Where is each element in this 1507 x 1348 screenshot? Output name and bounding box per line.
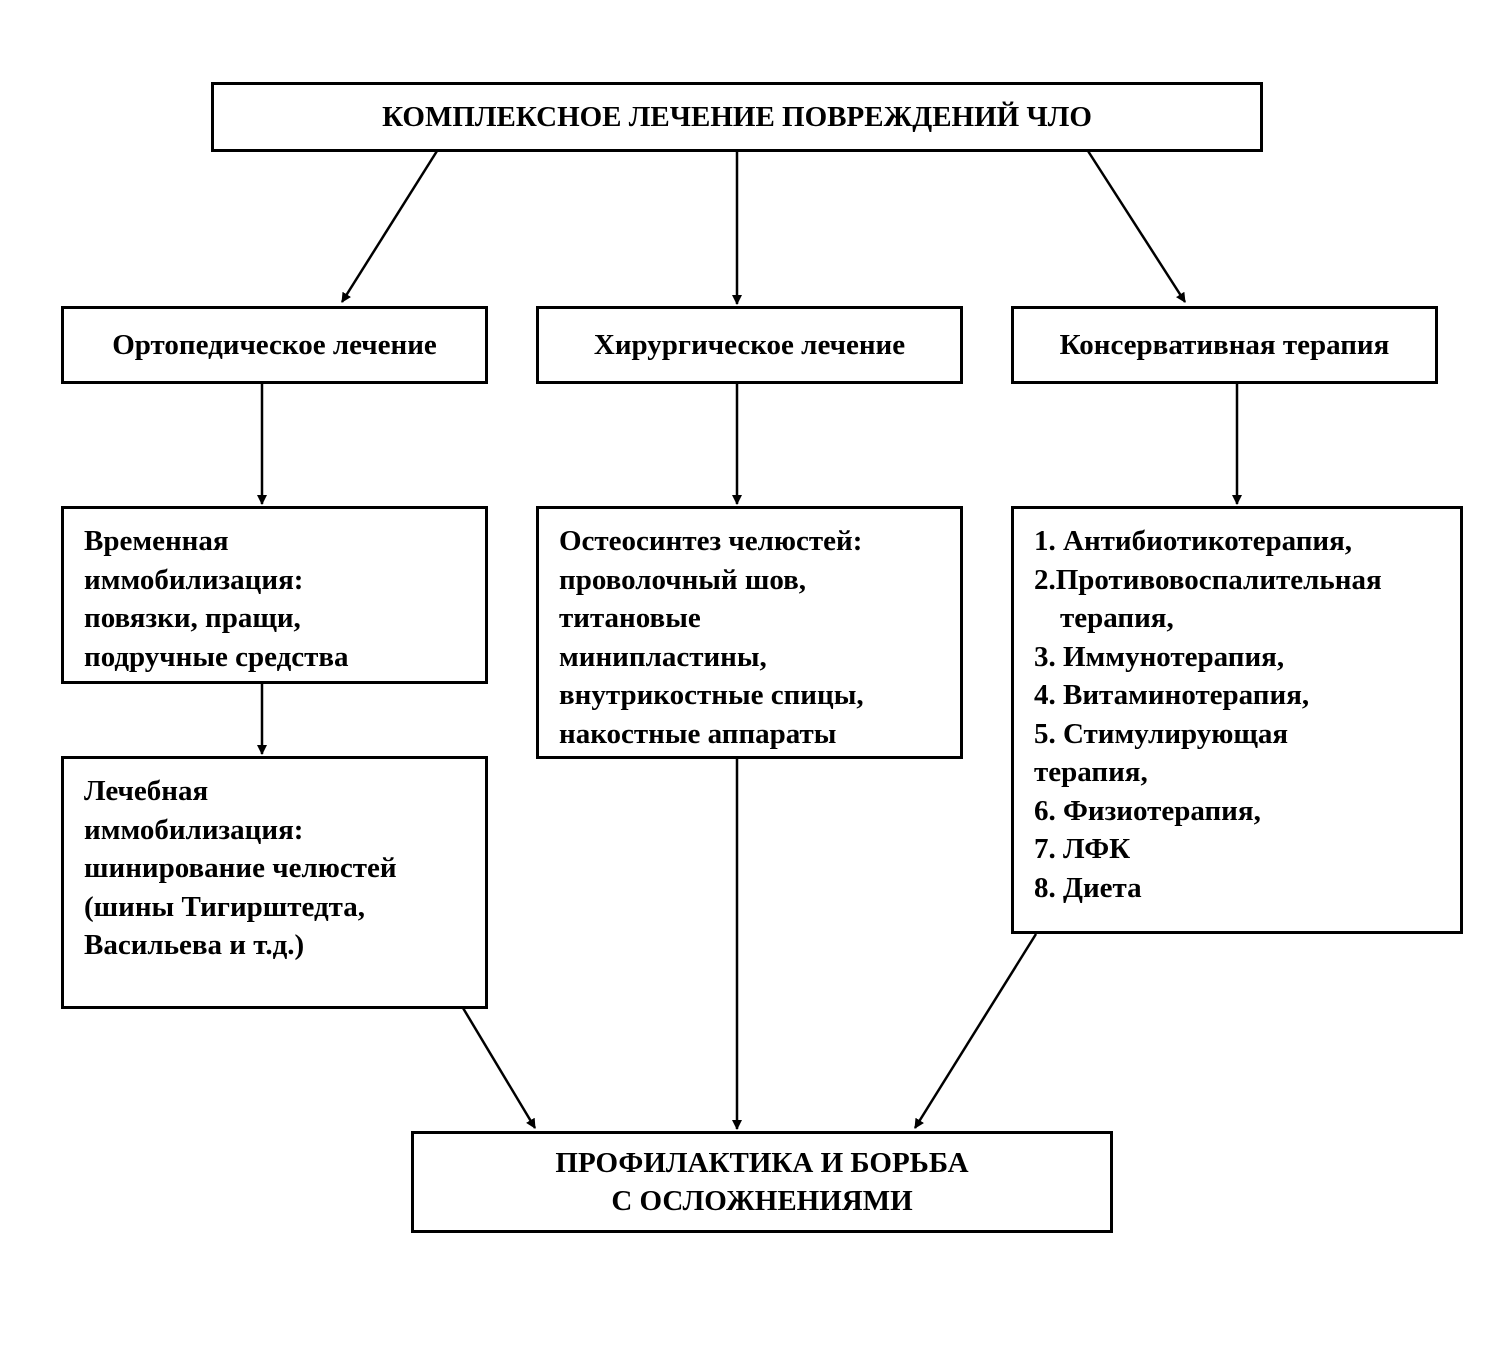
outcome-line: С ОСЛОЖНЕНИЯМИ <box>611 1185 913 1217</box>
orthopedic-heading-box: Ортопедическое лечение <box>61 306 488 384</box>
therapeutic-line: Лечебная <box>84 775 209 807</box>
therapeutic-line: иммобилизация: <box>84 813 304 846</box>
outcome-line: ПРОФИЛАКТИКА И БОРЬБА <box>555 1146 969 1179</box>
temporary-line: повязки, пращи, <box>84 602 301 634</box>
osteosynthesis-line: титановые <box>559 602 701 634</box>
temporary-immobilization-box: Временная иммобилизация: повязки, пращи,… <box>61 506 488 684</box>
osteosynthesis-line: проволочный шов, <box>559 563 807 596</box>
conservative-item: 2.Противовоспалительная <box>1034 563 1382 596</box>
title-text: КОМПЛЕКСНОЕ ЛЕЧЕНИЕ ПОВРЕЖДЕНИЙ ЧЛО <box>382 100 1092 133</box>
conservative-heading-box: Консервативная терапия <box>1011 306 1438 384</box>
conservative-item: 6. Физиотерапия, <box>1034 794 1261 827</box>
arrow-title-to-orthopedic <box>340 150 439 303</box>
conservative-item: 3. Иммунотерапия, <box>1034 640 1285 673</box>
orthopedic-heading: Ортопедическое лечение <box>112 328 437 361</box>
conservative-item: терапия, <box>1034 756 1148 788</box>
therapeutic-line: (шины Тигирштедта, <box>84 890 366 923</box>
conservative-items-box: 1. Антибиотикотерапия, 2.Противовоспалит… <box>1011 506 1463 934</box>
conservative-item: 7. ЛФК <box>1034 833 1131 865</box>
conservative-item: 5. Стимулирующая <box>1034 717 1289 750</box>
conservative-heading: Консервативная терапия <box>1059 328 1390 361</box>
therapeutic-line: шинирование челюстей <box>84 852 397 884</box>
arrow-conservative-items-to-outcome <box>913 933 1038 1129</box>
temporary-line: подручные средства <box>84 640 349 673</box>
osteosynthesis-line: Остеосинтез челюстей: <box>559 525 863 557</box>
conservative-item: 8. Диета <box>1034 871 1142 904</box>
conservative-item: 4. Витаминотерапия, <box>1034 679 1310 711</box>
conservative-item: 1. Антибиотикотерапия, <box>1034 525 1353 557</box>
surgical-heading: Хирургическое лечение <box>593 328 906 361</box>
osteosynthesis-line: минипластины, <box>559 640 767 673</box>
osteosynthesis-line: внутрикостные спицы, <box>559 679 864 711</box>
arrow-title-to-conservative <box>1086 150 1187 303</box>
temporary-line: Временная <box>84 525 229 557</box>
title-box: КОМПЛЕКСНОЕ ЛЕЧЕНИЕ ПОВРЕЖДЕНИЙ ЧЛО <box>211 82 1263 152</box>
osteosynthesis-line: накостные аппараты <box>559 717 837 750</box>
temporary-line: иммобилизация: <box>84 563 304 596</box>
outcome-box: ПРОФИЛАКТИКА И БОРЬБА С ОСЛОЖНЕНИЯМИ <box>411 1131 1113 1233</box>
arrow-therapeutic-to-outcome <box>461 1007 537 1129</box>
osteosynthesis-box: Остеосинтез челюстей: проволочный шов, т… <box>536 506 963 759</box>
therapeutic-immobilization-box: Лечебная иммобилизация: шинирование челю… <box>61 756 488 1009</box>
therapeutic-line: Васильева и т.д.) <box>84 929 305 961</box>
surgical-heading-box: Хирургическое лечение <box>536 306 963 384</box>
conservative-item: терапия, <box>1060 602 1174 634</box>
